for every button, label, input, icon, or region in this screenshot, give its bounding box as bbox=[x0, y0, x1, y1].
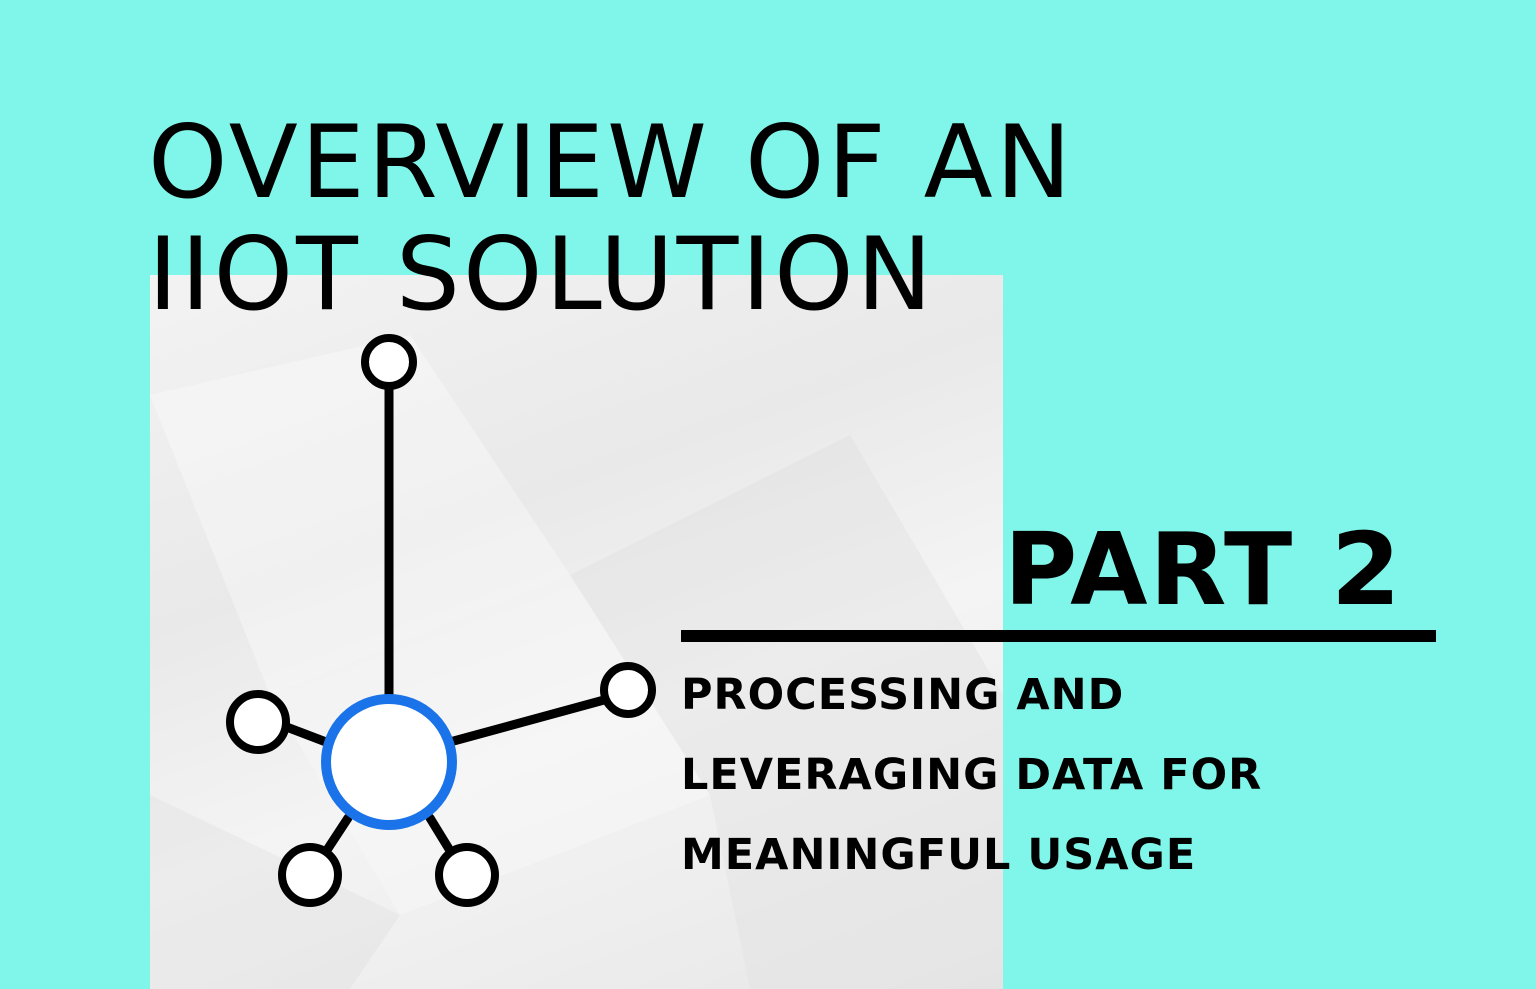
title-line-2: IIOT SOLUTION bbox=[148, 215, 936, 333]
divider-rule bbox=[681, 630, 1436, 642]
subtitle-line-2: LEVERAGING DATA FOR bbox=[681, 750, 1263, 800]
subtitle-line-1: PROCESSING AND bbox=[681, 670, 1125, 720]
subtitle: PROCESSING AND LEVERAGING DATA FOR MEANI… bbox=[681, 655, 1262, 895]
page-title: OVERVIEW OF AN IIOT SOLUTION bbox=[148, 106, 1074, 330]
panel-texture bbox=[150, 335, 1003, 989]
subtitle-line-3: MEANINGFUL USAGE bbox=[681, 830, 1197, 880]
title-line-1: OVERVIEW OF AN bbox=[148, 103, 1075, 221]
part-label: PART 2 bbox=[1004, 511, 1403, 628]
